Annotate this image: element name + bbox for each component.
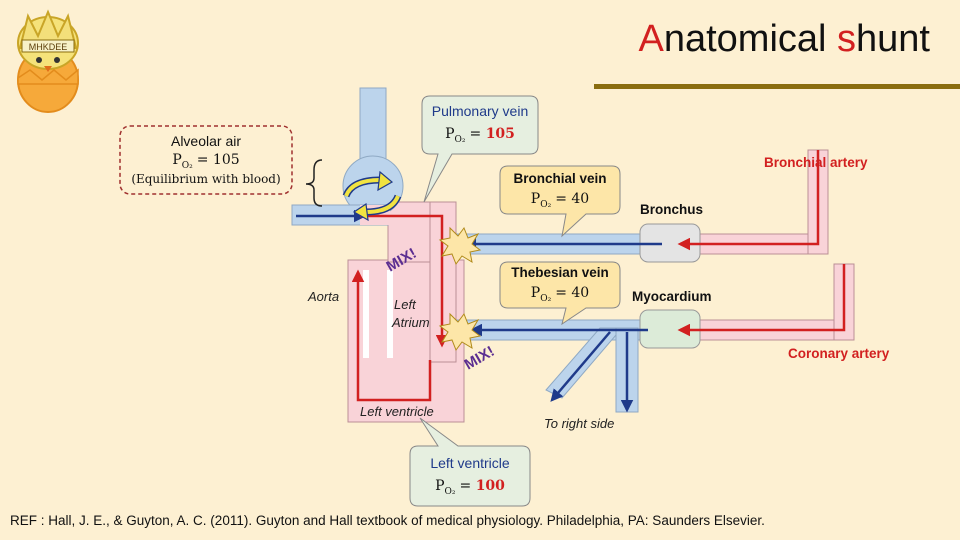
alveolar-air-note: (Equilibrium with blood) xyxy=(131,172,280,186)
aorta-label: Aorta xyxy=(307,289,339,304)
coronary-artery-label: Coronary artery xyxy=(788,346,890,361)
left-ventricle-callout-title: Left ventricle xyxy=(430,455,510,471)
pulmonary-vein-po2: PO₂= 105 xyxy=(445,126,515,145)
title-part-end: hunt xyxy=(856,18,930,60)
title-letter-s: s xyxy=(837,18,857,60)
reference-citation: REF : Hall, J. E., & Guyton, A. C. (2011… xyxy=(10,513,765,528)
title-part: natomical xyxy=(663,18,838,60)
title-letter-a: A xyxy=(638,18,664,60)
bronchus-label: Bronchus xyxy=(640,202,703,217)
left-atrium-label-2: Atrium xyxy=(391,315,430,330)
left-ventricle-po2: PO₂= 100 xyxy=(435,478,505,497)
bronchial-vein-po2: PO₂= 40 xyxy=(531,191,589,210)
mix-burst-1 xyxy=(438,226,482,266)
slide-title: Anatomical shunt xyxy=(560,18,930,61)
mix-burst-2 xyxy=(438,312,482,352)
alveolar-air-callout xyxy=(119,125,293,195)
thebesian-vein-po2: PO₂= 40 xyxy=(531,285,589,304)
left-ventricle-label: Left ventricle xyxy=(360,404,434,419)
to-right-side-label: To right side xyxy=(544,416,614,431)
bronchial-vein-title: Bronchial vein xyxy=(513,171,606,186)
mix-label-2: MIX! xyxy=(462,343,498,374)
pulmonary-vein-title: Pulmonary vein xyxy=(432,103,529,119)
alveolar-air-po2: PO₂= 105 xyxy=(172,152,239,171)
logo: MHKDEE xyxy=(17,9,79,113)
thebesian-vein-title: Thebesian vein xyxy=(511,265,609,280)
left-atrium-label-1: Left xyxy=(394,297,417,312)
logo-text: MHKDEE xyxy=(29,42,68,52)
alveolar-air-title: Alveolar air xyxy=(171,133,241,149)
myocardium-label: Myocardium xyxy=(632,289,712,304)
alveolus-duct xyxy=(359,87,387,169)
bronchial-artery-label: Bronchial artery xyxy=(764,155,868,170)
title-underline xyxy=(594,84,960,89)
